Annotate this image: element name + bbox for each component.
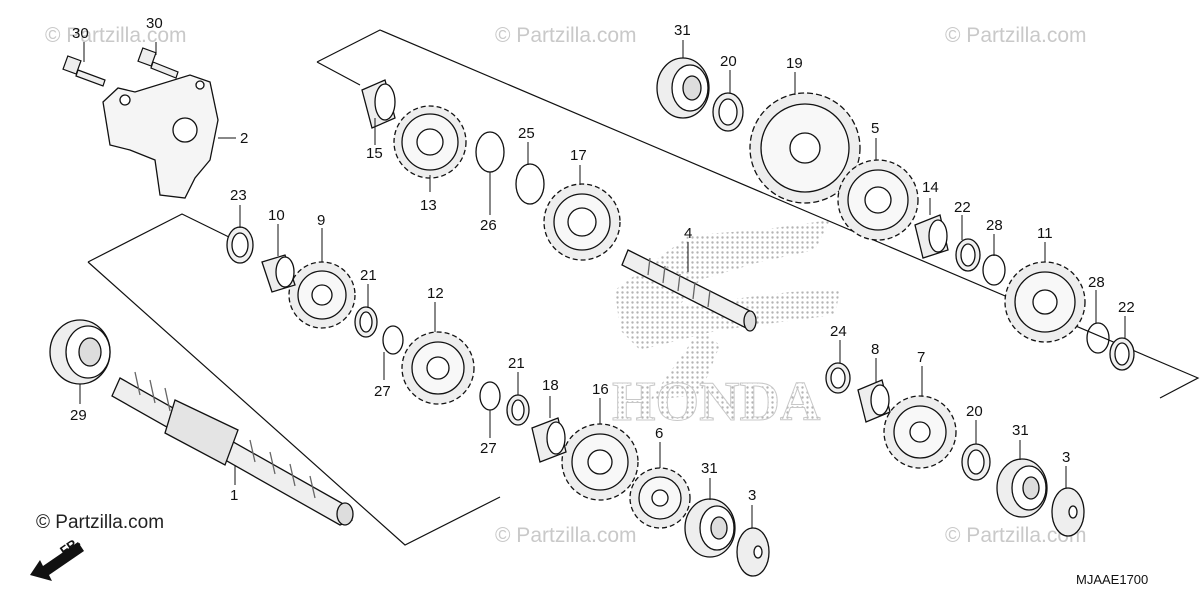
callout-label: 31	[1012, 422, 1029, 439]
watermark-text: © Partzilla.com	[45, 24, 187, 47]
washer-icon	[961, 443, 991, 481]
watermark-text: © Partzilla.com	[945, 24, 1087, 47]
gear-icon	[629, 467, 691, 529]
bearing-icon	[656, 57, 710, 119]
callout-label: 19	[786, 55, 803, 72]
bearing-icon	[684, 498, 736, 558]
cap-icon	[1051, 487, 1085, 537]
gear-icon	[883, 395, 957, 469]
gear-icon	[749, 92, 861, 204]
washer-icon	[506, 394, 530, 426]
callout-label: 12	[427, 285, 444, 302]
assembly-outlines	[87, 29, 1200, 546]
washer-icon	[226, 226, 254, 264]
callout-label: 8	[871, 341, 879, 358]
cap-icon	[736, 527, 770, 577]
gear-icon	[837, 159, 919, 241]
washer-icon	[1109, 337, 1135, 371]
callout-label: 31	[701, 460, 718, 477]
mainshaft-outline	[87, 213, 236, 263]
callout-label: 1	[230, 487, 238, 504]
callout-label: 3	[748, 487, 756, 504]
callout-label: 30	[72, 25, 89, 42]
callout-label: 31	[674, 22, 691, 39]
callout-label: 28	[1088, 274, 1105, 291]
leader-lines	[79, 40, 1126, 528]
countershaft-outline	[316, 29, 1200, 399]
callout-label: 4	[684, 225, 692, 242]
bushing-icon	[531, 417, 567, 463]
washer-icon	[825, 362, 851, 394]
callout-label: 14	[922, 179, 939, 196]
callout-label: 21	[360, 267, 377, 284]
watermark-text: © Partzilla.com	[945, 524, 1087, 547]
honda-logo-watermark: HONDA	[612, 220, 840, 434]
callout-label: 16	[592, 381, 609, 398]
callout-label: 13	[420, 197, 437, 214]
callout-label: 20	[720, 53, 737, 70]
callout-label: 17	[570, 147, 587, 164]
callout-label: 28	[986, 217, 1003, 234]
callout-label: 24	[830, 323, 847, 340]
logo-wordmark: HONDA	[612, 371, 821, 433]
callout-label: 27	[374, 383, 391, 400]
callout-label: 22	[954, 199, 971, 216]
gear-icon	[393, 105, 467, 179]
bearing-icon	[49, 319, 111, 385]
callout-label: 25	[518, 125, 535, 142]
watermark-text: © Partzilla.com	[495, 24, 637, 47]
washer-icon	[712, 92, 744, 132]
gear-icon	[543, 183, 621, 261]
bushing-icon	[914, 214, 949, 259]
callout-label: 9	[317, 212, 325, 229]
callout-label: 22	[1118, 299, 1135, 316]
bracket-plate	[102, 74, 219, 199]
callout-label: 7	[917, 349, 925, 366]
watermarks: © Partzilla.com © Partzilla.com © Partzi…	[45, 24, 1087, 547]
watermark-text: © Partzilla.com	[495, 524, 637, 547]
gear-icon	[401, 331, 475, 405]
callout-label: 26	[480, 217, 497, 234]
bolt-icon	[62, 55, 106, 87]
callout-label: 10	[268, 207, 285, 224]
circlip-icon	[382, 131, 1110, 411]
callout-label: 27	[480, 440, 497, 457]
callout-label: 29	[70, 407, 87, 424]
callout-label: 3	[1062, 449, 1070, 466]
bearing-icon	[996, 458, 1048, 518]
gear-icon	[1004, 261, 1086, 343]
callout-label: 20	[966, 403, 983, 420]
washer-icon	[354, 306, 378, 338]
bushing-icon	[361, 79, 396, 129]
washer-icon	[955, 238, 981, 272]
diagram-code: MJAAE1700	[1076, 572, 1149, 587]
bushing-icon	[857, 379, 891, 423]
countershaft	[621, 249, 757, 332]
gear-icon	[288, 261, 356, 329]
callout-label: 30	[146, 15, 163, 32]
bushing-icon	[261, 254, 296, 293]
front-arrow-icon: FR.	[30, 534, 84, 581]
callout-label: 6	[655, 425, 663, 442]
callout-label: 23	[230, 187, 247, 204]
brand-label: © Partzilla.com	[36, 512, 165, 533]
callout-label: 11	[1037, 225, 1053, 242]
callout-labels: 30 30 2 15 13 26 25 17 31 20 19 5 14 22 …	[70, 15, 1135, 504]
bolt-icon	[137, 47, 179, 79]
callout-label: 18	[542, 377, 559, 394]
callout-label: 15	[366, 145, 383, 162]
callout-label: 2	[240, 130, 248, 147]
callout-label: 5	[871, 120, 879, 137]
callout-label: 21	[508, 355, 525, 372]
gear-icon	[561, 423, 639, 501]
mainshaft	[111, 371, 354, 526]
